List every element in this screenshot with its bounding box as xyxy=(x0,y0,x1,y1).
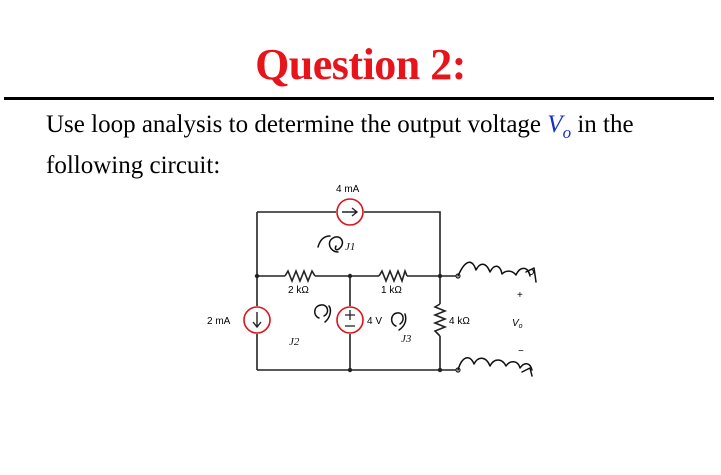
r2-label: 1 kΩ xyxy=(381,285,402,296)
source-top-label: 4 mA xyxy=(336,184,360,195)
title-divider xyxy=(4,97,714,100)
current-source-2ma xyxy=(243,306,271,334)
resistor-1k xyxy=(378,268,408,284)
resistor-2k xyxy=(284,268,316,284)
question-prompt: Use loop analysis to determine the outpu… xyxy=(46,108,706,182)
loop1-label: J1 xyxy=(345,241,355,253)
prompt-text-end: in the following circuit: xyxy=(46,111,634,179)
r3-label: 4 kΩ xyxy=(449,316,470,327)
current-source-4ma xyxy=(336,198,364,226)
source-left-label: 2 mA xyxy=(207,316,231,327)
r1-label: 2 kΩ xyxy=(288,285,309,296)
question-title: Question 2: xyxy=(255,40,466,89)
vsrc-label: 4 V xyxy=(367,316,382,327)
vo-label: Vo xyxy=(512,318,523,330)
loop3-label: J3 xyxy=(401,333,412,345)
loop2-label: J2 xyxy=(289,336,300,348)
voltage-source-4v xyxy=(336,306,364,334)
circuit-wires xyxy=(254,211,461,373)
prompt-text-start: Use loop analysis to determine the outpu… xyxy=(46,111,548,138)
handwritten-annotations: J1 J2 J3 xyxy=(289,235,537,377)
output-voltage-symbol: Vo xyxy=(547,111,572,142)
vo-plus-sign: + xyxy=(517,290,523,301)
vo-minus-sign: − xyxy=(518,346,524,357)
resistor-4k xyxy=(432,303,448,337)
